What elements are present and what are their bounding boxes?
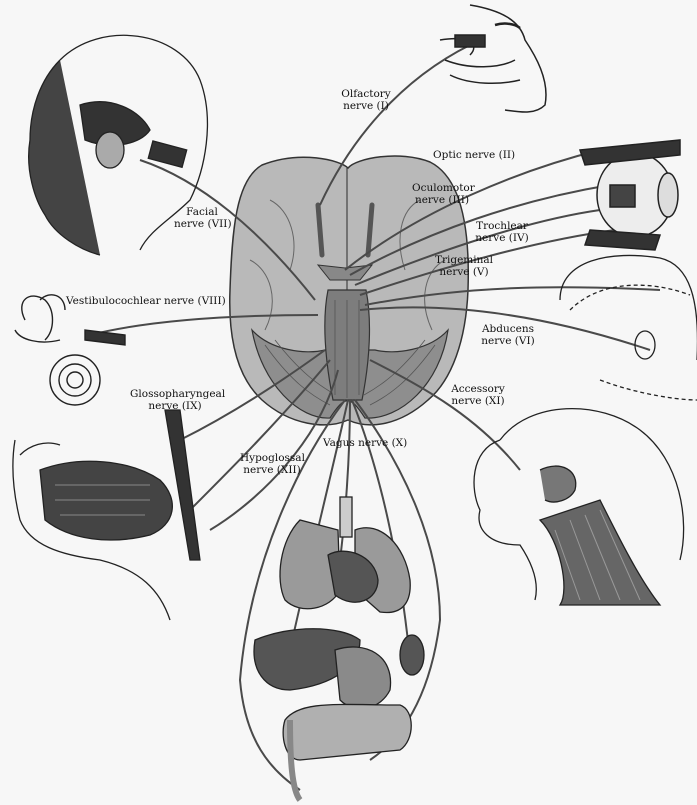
accessory-label: Accessory nerve (XI) — [448, 383, 508, 407]
oculomotor-label: Oculomotor nerve (III) — [412, 182, 472, 206]
ear-illustration — [15, 295, 125, 405]
accessory-label-line2: nerve (XI) — [448, 395, 508, 407]
abducens-label-line2: nerve (VI) — [480, 335, 536, 347]
abducens-label-line1: Abducens — [480, 323, 536, 335]
head-trigeminal-illustration — [560, 255, 697, 400]
glossopharyngeal-label-line2: nerve (IX) — [130, 400, 220, 412]
neck-accessory-illustration — [474, 409, 684, 605]
organs-illustration — [254, 497, 424, 800]
trigeminal-label: Trigeminal nerve (V) — [434, 254, 494, 278]
oculomotor-label-line1: Oculomotor — [412, 182, 472, 194]
hypoglossal-label-line1: Hypoglossal — [240, 452, 304, 464]
vestibulocochlear-label: Vestibulocochlear nerve (VIII) — [66, 295, 226, 307]
trigeminal-label-line2: nerve (V) — [434, 266, 494, 278]
glossopharyngeal-label: Glossopharyngeal nerve (IX) — [130, 388, 220, 412]
glossopharyngeal-label-line1: Glossopharyngeal — [130, 388, 220, 400]
hypoglossal-label: Hypoglossal nerve (XII) — [240, 452, 304, 476]
optic-label: Optic nerve (II) — [433, 149, 515, 161]
eye-illustration — [580, 140, 680, 250]
olfactory-label-line2: nerve (I) — [336, 100, 396, 112]
abducens-label: Abducens nerve (VI) — [480, 323, 536, 347]
trochlear-label: Trochlear nerve (IV) — [474, 220, 530, 244]
oculomotor-label-line2: nerve (III) — [412, 194, 472, 206]
vagus-label: Vagus nerve (X) — [323, 437, 407, 449]
accessory-label-line1: Accessory — [448, 383, 508, 395]
trochlear-label-line2: nerve (IV) — [474, 232, 530, 244]
trochlear-label-line1: Trochlear — [474, 220, 530, 232]
trigeminal-label-line1: Trigeminal — [434, 254, 494, 266]
nose-face-illustration — [440, 5, 546, 112]
hypoglossal-label-line2: nerve (XII) — [240, 464, 304, 476]
mouth-throat-illustration — [13, 410, 200, 620]
olfactory-label: Olfactory nerve (I) — [336, 88, 396, 112]
facial-label-line1: Facial — [174, 206, 230, 218]
olfactory-label-line1: Olfactory — [336, 88, 396, 100]
facial-label-line2: nerve (VII) — [174, 218, 230, 230]
facial-label: Facial nerve (VII) — [174, 206, 230, 230]
